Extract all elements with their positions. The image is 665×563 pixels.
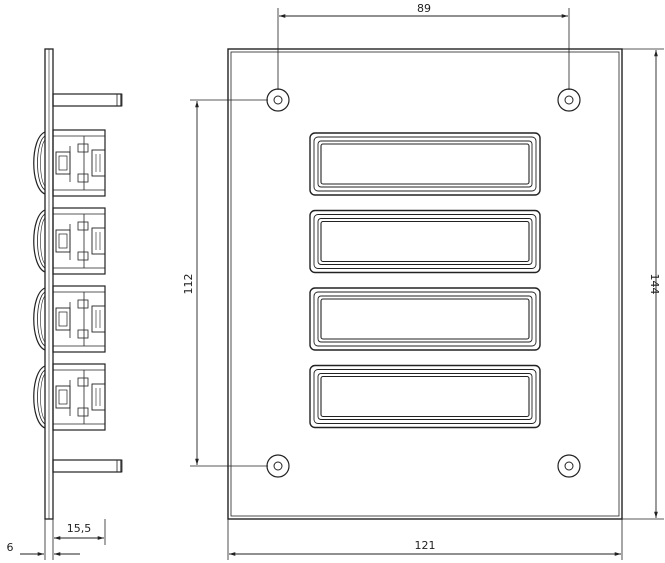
side-module-2	[33, 207, 106, 275]
side-modules	[33, 129, 106, 431]
label-window-2	[309, 209, 541, 274]
side-bolt-top	[52, 93, 123, 107]
dimension-89-label: 89	[417, 2, 431, 15]
dimension-6-label: 6	[7, 541, 14, 554]
mounting-hole-top-left	[266, 88, 290, 112]
mounting-hole-bottom-left	[266, 454, 290, 478]
mounting-hole-bottom-right	[557, 454, 581, 478]
dimension-121-label: 121	[415, 539, 436, 552]
dimension-121: 121	[227, 519, 623, 560]
dimension-15-5-label: 15,5	[67, 522, 92, 535]
label-window-3	[309, 287, 541, 351]
side-view	[33, 48, 123, 520]
dimension-144-label: 144	[648, 274, 661, 295]
dimension-144: 144	[622, 48, 664, 520]
side-bolt-bottom	[52, 459, 123, 473]
side-module-1	[33, 129, 106, 197]
front-plate-inner-edge	[230, 51, 620, 517]
mounting-hole-top-right	[557, 88, 581, 112]
dimension-112: 112	[182, 99, 268, 467]
label-window-4	[309, 364, 541, 429]
front-view	[227, 48, 623, 520]
label-windows	[309, 132, 541, 429]
dimension-15-5: 15,5	[54, 519, 106, 545]
side-module-4	[33, 363, 106, 431]
dimension-112-label: 112	[182, 274, 195, 295]
front-plate	[227, 48, 623, 520]
dimension-6: 6	[7, 519, 80, 560]
side-module-3	[33, 285, 106, 353]
label-window-1	[309, 132, 541, 196]
dimension-89: 89	[277, 2, 570, 90]
